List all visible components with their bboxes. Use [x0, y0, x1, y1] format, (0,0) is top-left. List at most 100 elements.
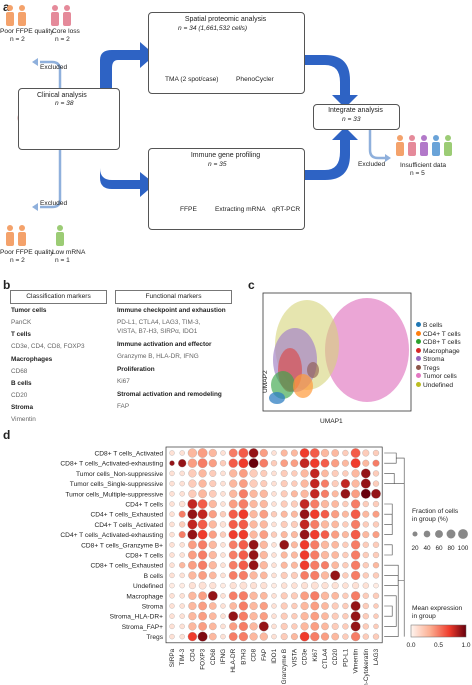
row-label: Stroma	[142, 604, 164, 611]
dot	[290, 592, 298, 600]
row-label: Stroma_FAP+	[122, 624, 163, 631]
row-label: CD8+ T cells_Activated	[95, 451, 164, 458]
dot	[220, 480, 226, 487]
column-label: CD8	[251, 648, 258, 661]
dendrogram-branch	[384, 544, 393, 556]
dot	[310, 591, 320, 601]
dot	[350, 499, 361, 509]
spatial-box	[148, 12, 305, 94]
dot	[169, 450, 175, 456]
arrow-to-spatial	[100, 42, 155, 92]
dot	[228, 632, 238, 641]
dot	[238, 570, 248, 580]
dot	[300, 479, 309, 488]
dot	[299, 458, 310, 469]
dot	[372, 459, 380, 467]
exclude-arrow-bottom	[40, 150, 62, 209]
legend-dot	[416, 339, 421, 344]
dot	[271, 491, 277, 497]
dot	[310, 560, 320, 570]
dot	[198, 622, 207, 631]
dot	[300, 571, 309, 580]
dot	[301, 582, 309, 590]
dot	[249, 612, 258, 621]
dot	[299, 631, 310, 642]
dot	[169, 623, 175, 630]
dot	[179, 480, 185, 487]
dot	[331, 582, 339, 590]
dot	[320, 509, 330, 519]
dot	[350, 529, 361, 540]
column-label: FOXP3	[200, 648, 207, 669]
panel-a-letter: a	[3, 0, 10, 14]
dot	[280, 510, 288, 518]
dot	[208, 550, 217, 560]
dot	[169, 582, 175, 589]
dot	[300, 601, 309, 611]
dot	[320, 479, 330, 488]
dot	[197, 509, 208, 520]
dot	[271, 603, 277, 609]
dot	[179, 491, 185, 497]
panel-d-letter: d	[3, 428, 11, 442]
dot	[310, 570, 320, 580]
dot	[228, 560, 238, 570]
dot	[291, 623, 298, 630]
func-head-stromal: Stromal activation and remodeling	[117, 391, 222, 398]
dot	[259, 520, 268, 529]
dot	[249, 530, 258, 539]
dot	[198, 479, 207, 488]
dot	[310, 550, 320, 560]
dot	[238, 458, 249, 469]
dot	[290, 571, 298, 579]
dot	[331, 459, 340, 468]
dot	[259, 561, 268, 570]
dot	[299, 560, 310, 571]
colorbar-tick-1: 0.5	[434, 642, 443, 649]
dot	[179, 623, 185, 630]
dot	[169, 603, 175, 609]
dot	[220, 623, 226, 630]
clinical-n: n = 38	[55, 100, 74, 107]
dot	[259, 540, 268, 549]
dot	[260, 571, 268, 580]
dendrogram-branch	[384, 575, 399, 586]
size-legend-label: 20	[411, 545, 419, 552]
dot	[351, 469, 360, 478]
dot	[249, 499, 258, 509]
dot	[299, 529, 310, 540]
umap-cluster-tregs	[307, 362, 319, 378]
dot	[372, 500, 380, 508]
dot	[260, 592, 268, 600]
dot	[271, 633, 277, 640]
arrow-gene-to-integrate	[305, 127, 358, 180]
ffpe-label: FFPE	[180, 206, 197, 213]
dot	[169, 501, 175, 507]
dot	[260, 582, 268, 590]
color-legend-title-2: in group	[412, 613, 436, 620]
dot	[219, 521, 227, 528]
dot	[187, 529, 198, 540]
func-markers-prolif: Ki67	[117, 378, 130, 385]
dot	[280, 449, 288, 457]
dot	[188, 622, 197, 631]
dot	[229, 602, 237, 610]
dot	[238, 591, 248, 601]
dot	[321, 602, 329, 610]
size-legend-dot	[435, 530, 443, 538]
dot	[238, 448, 249, 458]
dot	[188, 540, 197, 550]
dot	[350, 621, 361, 632]
dot	[229, 582, 237, 590]
legend-item: Undefined	[416, 381, 461, 391]
exclude-right-caption: Excluded	[358, 161, 386, 168]
dot	[220, 491, 226, 497]
dot	[372, 541, 380, 548]
person-icon-orange-top-2	[18, 5, 26, 26]
class-head-tumor: Tumor cells	[11, 307, 47, 314]
legend-item: Tregs	[416, 364, 461, 374]
dot	[321, 612, 329, 620]
dot	[331, 520, 339, 529]
row-label: Stroma_HLA-DR+	[110, 614, 163, 621]
column-label: FAP	[261, 649, 268, 661]
